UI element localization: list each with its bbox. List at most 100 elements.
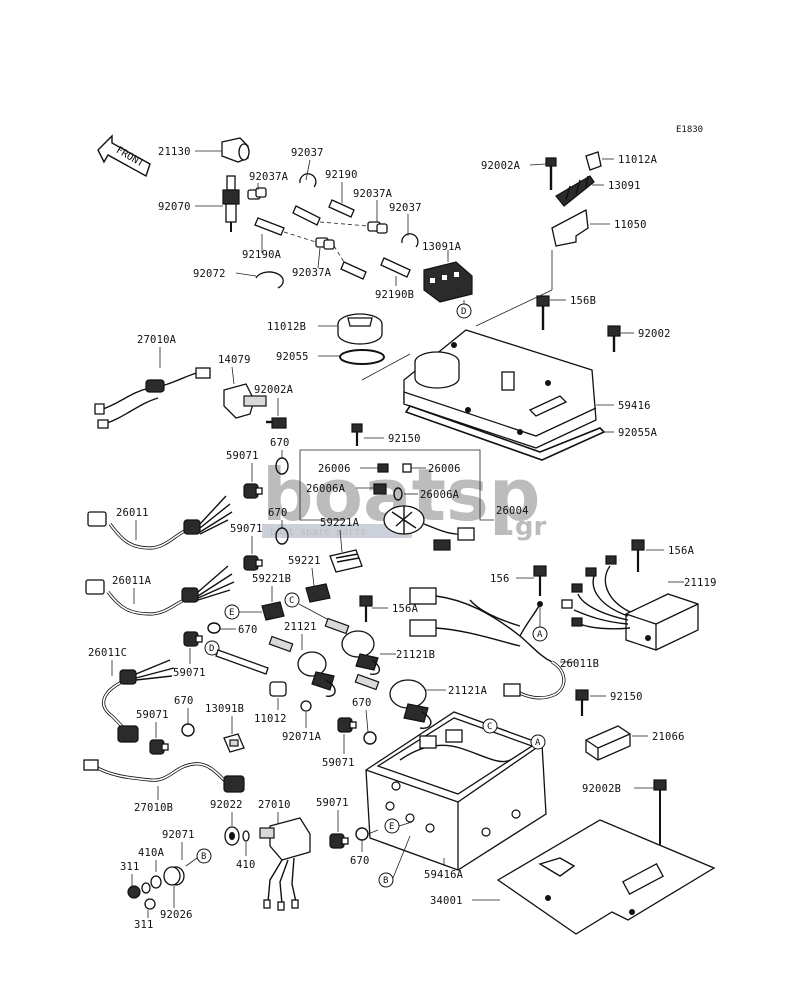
bolt-156a-right bbox=[631, 539, 645, 572]
o-ring-670-3 bbox=[207, 622, 221, 634]
label-59071-5: 59071 bbox=[322, 757, 355, 769]
watermark-tagline: boat spare parts bbox=[270, 527, 366, 538]
ref-bubble-e-box: E bbox=[384, 818, 400, 834]
fuse-26006a-l bbox=[373, 483, 387, 495]
label-27010a: 27010A bbox=[137, 334, 177, 346]
clamp-13091 bbox=[555, 175, 595, 207]
connector-59221b bbox=[261, 601, 285, 621]
label-92037-2: 92037 bbox=[389, 202, 422, 214]
switch-harness-27010a bbox=[94, 367, 211, 429]
clip-92037a-3 bbox=[315, 237, 335, 250]
cap-11012b bbox=[337, 313, 383, 345]
spark-plug-part bbox=[222, 175, 240, 232]
label-670-2: 670 bbox=[268, 507, 288, 519]
label-92055a: 92055A bbox=[618, 427, 658, 439]
label-59071-2: 59071 bbox=[230, 523, 263, 535]
label-92002a-top: 92002A bbox=[481, 160, 521, 172]
label-410a: 410A bbox=[138, 847, 165, 859]
plate-34001 bbox=[496, 819, 716, 935]
ref-bubble-c-left: C bbox=[284, 592, 300, 608]
label-92055: 92055 bbox=[276, 351, 309, 363]
label-11012a: 11012A bbox=[618, 154, 658, 166]
svg-text:A: A bbox=[537, 630, 543, 640]
bolt-92002a-mid bbox=[266, 417, 287, 429]
label-92002b: 92002B bbox=[582, 783, 621, 795]
label-670-1: 670 bbox=[270, 437, 290, 449]
label-92037a-1: 92037A bbox=[249, 171, 289, 183]
washer-410 bbox=[242, 830, 250, 842]
grommet-59071-6 bbox=[329, 833, 349, 849]
regulator-26004 bbox=[383, 505, 475, 551]
ref-bubble-a-box: A bbox=[530, 734, 546, 750]
label-92150-right: 92150 bbox=[610, 691, 643, 703]
clip-92037a-2 bbox=[367, 221, 388, 234]
bracket-11050 bbox=[551, 208, 589, 247]
label-34001: 34001 bbox=[430, 895, 463, 907]
bolt-156a-mid bbox=[359, 595, 373, 622]
label-92002: 92002 bbox=[638, 328, 671, 340]
label-92002a-mid: 92002A bbox=[254, 384, 294, 396]
label-21121b: 21121B bbox=[396, 649, 435, 661]
hose-clamp-92072 bbox=[255, 271, 284, 289]
svg-text:C: C bbox=[487, 722, 492, 732]
fuse-26006-l bbox=[377, 463, 389, 473]
label-26011c: 26011C bbox=[88, 647, 127, 659]
label-92071: 92071 bbox=[162, 829, 195, 841]
label-59071-4: 59071 bbox=[136, 709, 169, 721]
label-26011: 26011 bbox=[116, 507, 149, 519]
label-156a-right: 156A bbox=[668, 545, 695, 557]
harness-27010b bbox=[83, 759, 245, 793]
watermark-logo: boatsp .gr boat spare parts bbox=[262, 453, 546, 542]
label-59416a: 59416A bbox=[424, 869, 464, 881]
label-13091: 13091 bbox=[608, 180, 641, 192]
label-14079: 14079 bbox=[218, 354, 251, 366]
washer-92022 bbox=[224, 826, 240, 846]
label-26006a-r: 26006A bbox=[420, 489, 460, 501]
label-59071-1: 59071 bbox=[226, 450, 259, 462]
front-arrow-icon: FRONT bbox=[97, 134, 151, 178]
ref-bubble-e-left: E bbox=[224, 604, 240, 620]
connector-59221a bbox=[329, 549, 363, 573]
label-156b: 156B bbox=[570, 295, 596, 307]
electric-box-cover-59416 bbox=[403, 329, 597, 449]
label-13091b: 13091B bbox=[205, 703, 244, 715]
label-26006-r: 26006 bbox=[428, 463, 461, 475]
grommet-59071-3 bbox=[183, 631, 203, 647]
label-670-4: 670 bbox=[174, 695, 194, 707]
label-670-6: 670 bbox=[350, 855, 370, 867]
grommet-59071-4 bbox=[149, 739, 169, 755]
electric-case-59416a bbox=[365, 711, 547, 871]
relay-21066 bbox=[585, 725, 631, 761]
label-26011a: 26011A bbox=[112, 575, 152, 587]
cap-11012 bbox=[269, 681, 287, 697]
label-92070: 92070 bbox=[158, 201, 191, 213]
hose-segment-a bbox=[292, 205, 321, 226]
label-156: 156 bbox=[490, 573, 510, 585]
hose-clamp-92037 bbox=[299, 173, 317, 188]
o-ring-670-4 bbox=[181, 723, 195, 737]
svg-text:B: B bbox=[383, 876, 388, 886]
hose-92190b bbox=[380, 257, 411, 278]
ignition-coil-21121a bbox=[354, 673, 432, 729]
grommet-59071-5 bbox=[337, 717, 357, 733]
label-11012b: 11012B bbox=[267, 321, 306, 333]
label-27010: 27010 bbox=[258, 799, 291, 811]
ref-bubble-b-left: B bbox=[196, 848, 212, 864]
label-156a-mid: 156A bbox=[392, 603, 419, 615]
tube-link-d bbox=[215, 649, 269, 675]
label-92072: 92072 bbox=[193, 268, 226, 280]
label-11012: 11012 bbox=[254, 713, 287, 725]
o-ring-670-5 bbox=[363, 731, 377, 745]
ref-bubble-a-right: A bbox=[532, 626, 548, 642]
fuse-26006a-r bbox=[393, 487, 403, 501]
label-92190: 92190 bbox=[325, 169, 358, 181]
label-92037a-3: 92037A bbox=[292, 267, 332, 279]
bolt-92150-right bbox=[575, 689, 589, 716]
label-59416: 59416 bbox=[618, 400, 651, 412]
hose-92190a bbox=[254, 217, 285, 236]
ref-bubble-b-box: B bbox=[378, 872, 394, 888]
ignition-coil-21121 bbox=[268, 635, 336, 697]
sensor-14079 bbox=[223, 383, 267, 419]
